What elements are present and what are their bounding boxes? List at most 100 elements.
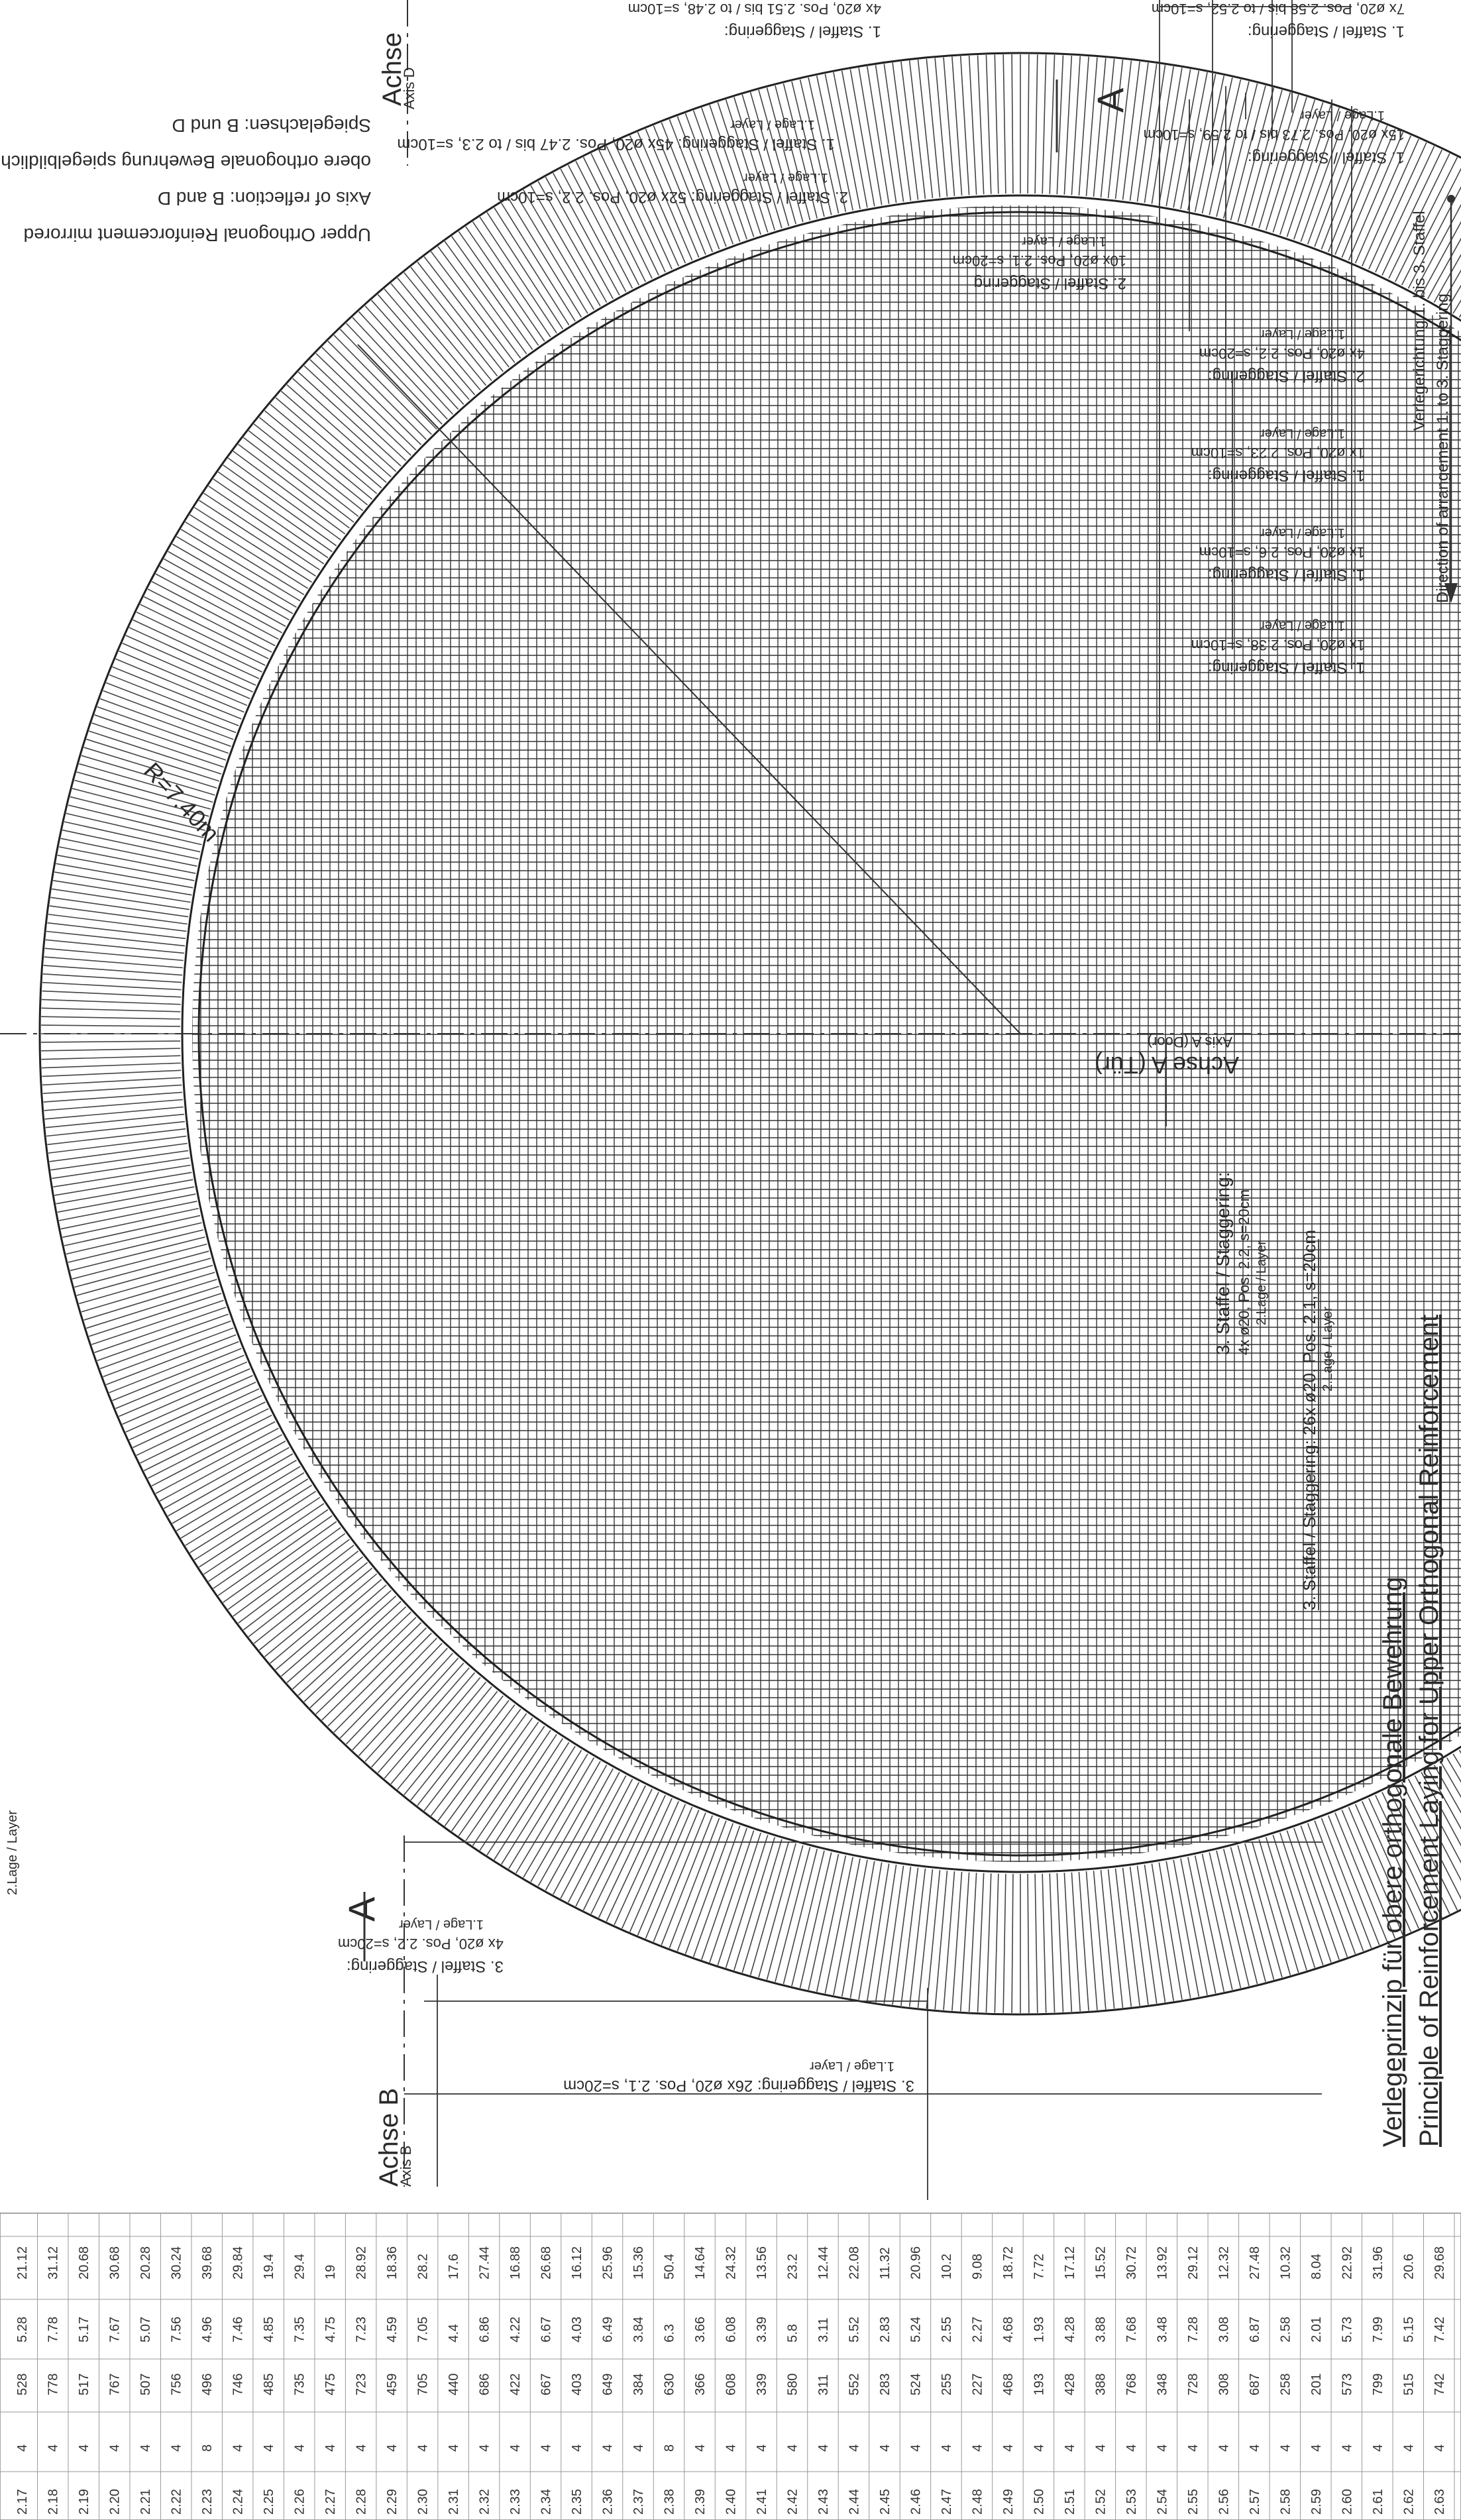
table-cell: 4 xyxy=(631,2444,646,2452)
table-cell: 2.22 xyxy=(170,2489,184,2515)
table-cell: 687 xyxy=(1248,2374,1262,2395)
table-cell: 2.43 xyxy=(816,2489,831,2515)
table-cell: 4 xyxy=(1217,2444,1231,2452)
table-cell: 22.08 xyxy=(847,2246,861,2279)
table-cell: 496 xyxy=(200,2374,215,2395)
table-cell: 19 xyxy=(323,2265,338,2279)
staggering-detail: 15x ø20, Pos. 2.73 bis / to 2.59, s=10cm xyxy=(1144,127,1405,143)
svg-text:Spiegelachsen: B und D: Spiegelachsen: B und D xyxy=(172,115,371,136)
table-cell: 4 xyxy=(108,2444,123,2452)
staggering-head: 1. Staffel / Staggering: xyxy=(1248,23,1405,40)
staggering-label: 1. Staffel / Staggering:1x ø20, Pos. 2.3… xyxy=(1191,618,1365,677)
table-cell: 5.52 xyxy=(847,2317,861,2342)
svg-text:3. Staffel / Staggering: 26x ø: 3. Staffel / Staggering: 26x ø20, Pos. 2… xyxy=(1299,1230,1319,1610)
table-cell: 4 xyxy=(908,2444,923,2452)
table-cell: 21.12 xyxy=(15,2246,30,2279)
table-cell: 283 xyxy=(878,2374,893,2395)
table-cell: 27.48 xyxy=(1248,2246,1262,2279)
table-cell: 2.52 xyxy=(1093,2489,1108,2515)
staggering-layer: 1.Lage / Layer xyxy=(743,170,828,185)
table-cell: 2.42 xyxy=(785,2489,800,2515)
table-cell: 2.54 xyxy=(1155,2489,1169,2515)
table-cell: 4 xyxy=(570,2444,584,2452)
table-cell: 7.42 xyxy=(1433,2317,1447,2342)
table-cell: 14.64 xyxy=(693,2246,708,2279)
table-cell: 6.86 xyxy=(478,2317,492,2342)
axis-d-label: Achse Axis D xyxy=(378,32,417,109)
table-cell: 4 xyxy=(970,2444,985,2452)
table-cell: 384 xyxy=(631,2374,646,2395)
table-cell: 4 xyxy=(478,2444,492,2452)
table-cell: 4 xyxy=(1155,2444,1169,2452)
table-cell: 723 xyxy=(354,2374,369,2395)
table-cell: 2.32 xyxy=(478,2489,492,2515)
table-cell: 23.2 xyxy=(785,2254,800,2279)
table-cell: 9.08 xyxy=(970,2254,985,2279)
svg-text:4x ø20, Pos. 2.2, s=20cm: 4x ø20, Pos. 2.2, s=20cm xyxy=(1236,1189,1252,1355)
table-cell: 4 xyxy=(1063,2444,1077,2452)
table-cell: 7.68 xyxy=(1124,2317,1139,2342)
table-cell: 3.66 xyxy=(693,2317,708,2342)
table-cell: 22.92 xyxy=(1340,2246,1354,2279)
table-cell: 388 xyxy=(1093,2374,1108,2395)
table-cell: 2.35 xyxy=(570,2489,584,2515)
table-cell: 2.20 xyxy=(108,2489,123,2515)
table-cell: 6.49 xyxy=(601,2317,616,2342)
staggering-head: 1. Staffel / Staggering: xyxy=(1248,148,1405,166)
table-cell: 4 xyxy=(1248,2444,1262,2452)
staggering-label: 2. Staffel / Staggering: 52x ø20, Pos. 2… xyxy=(497,170,848,206)
staggering-detail: 10x ø20, Pos. 2.1, s=20cm xyxy=(953,252,1126,269)
table-cell: 29.12 xyxy=(1186,2246,1201,2279)
table-cell: 7.35 xyxy=(293,2317,307,2342)
table-cell: 4 xyxy=(508,2444,523,2452)
table-cell: 2.46 xyxy=(908,2489,923,2515)
table-cell: 403 xyxy=(570,2374,584,2395)
table-cell: 258 xyxy=(1278,2374,1293,2395)
table-cell: 4 xyxy=(1001,2444,1016,2452)
staggering-head: 1. Staffel / Staggering: xyxy=(1208,566,1365,584)
svg-text:Upper Orthogonal Reinforcement: Upper Orthogonal Reinforcement mirrored xyxy=(24,225,371,245)
table-cell: 3.11 xyxy=(816,2318,831,2342)
staggering-head: 1. Staffel / Staggering: xyxy=(1208,466,1365,484)
table-cell: 26.68 xyxy=(539,2246,554,2279)
svg-text:2.Lage / Layer: 2.Lage / Layer xyxy=(1254,1240,1269,1325)
table-cell: 2.44 xyxy=(847,2489,861,2515)
table-cell: 7.72 xyxy=(1032,2254,1046,2279)
table-cell: 5.28 xyxy=(15,2317,30,2342)
axis-a-label: Achse A (Tür) Axis A (Door) xyxy=(1095,1034,1239,1079)
svg-text:Axis B: Axis B xyxy=(398,2146,414,2187)
table-cell: 25.96 xyxy=(601,2246,616,2279)
title-block: Verlegeprinzip für obere orthogonale Bew… xyxy=(1378,1315,1444,2147)
staggering-detail: 7x ø20, Pos. 2.58 bis / to 2.52, s=10cm xyxy=(1152,1,1405,17)
table-cell: 13.92 xyxy=(1155,2246,1169,2279)
table-cell: 7.05 xyxy=(416,2317,431,2342)
staggering-label: 1. Staffel / Staggering: 15x ø20, Pos. 2.… xyxy=(1144,108,1405,166)
table-cell: 746 xyxy=(231,2374,246,2395)
table-cell: 348 xyxy=(1155,2374,1169,2395)
table-cell: 6.3 xyxy=(663,2324,677,2342)
staggering-detail: 1x ø20, Pos. 2.6, s=10cm xyxy=(1199,544,1365,561)
table-cell: 5.8 xyxy=(785,2324,800,2342)
staggering-head: 3. Staffel / Staggering: 26x ø20, Pos. 2… xyxy=(563,2077,914,2095)
title-de: Verlegeprinzip für obere orthogonale Bew… xyxy=(1378,1576,1407,2147)
axis-b-label: Achse B Axis B xyxy=(374,2088,414,2187)
table-cell: 528 xyxy=(15,2374,30,2395)
table-cell: 2.63 xyxy=(1433,2489,1447,2515)
table-cell: 7.67 xyxy=(108,2317,123,2342)
table-cell: 799 xyxy=(1371,2374,1385,2395)
table-cell: 440 xyxy=(447,2374,461,2395)
table-cell: 308 xyxy=(1217,2374,1231,2395)
table-cell: 2.59 xyxy=(1309,2489,1324,2515)
table-cell: 16.88 xyxy=(508,2246,523,2279)
table-cell: 2.51 xyxy=(1063,2489,1077,2515)
staggering-layer: 1.Lage / Layer xyxy=(810,2059,894,2073)
table-cell: 2.34 xyxy=(539,2489,554,2515)
table-cell: 2.18 xyxy=(46,2489,61,2515)
svg-text:obere orthogonale Bewehrung sp: obere orthogonale Bewehrung spiegelbildl… xyxy=(1,152,371,172)
table-cell: 4 xyxy=(539,2444,554,2452)
staggering-label: 2. Staffel / Staggering:4x ø20, Pos. 2.2… xyxy=(1199,327,1365,385)
table-cell: 686 xyxy=(478,2374,492,2395)
table-cell: 2.61 xyxy=(1371,2489,1385,2515)
table-cell: 2.37 xyxy=(631,2489,646,2515)
table-cell: 2.36 xyxy=(601,2489,616,2515)
